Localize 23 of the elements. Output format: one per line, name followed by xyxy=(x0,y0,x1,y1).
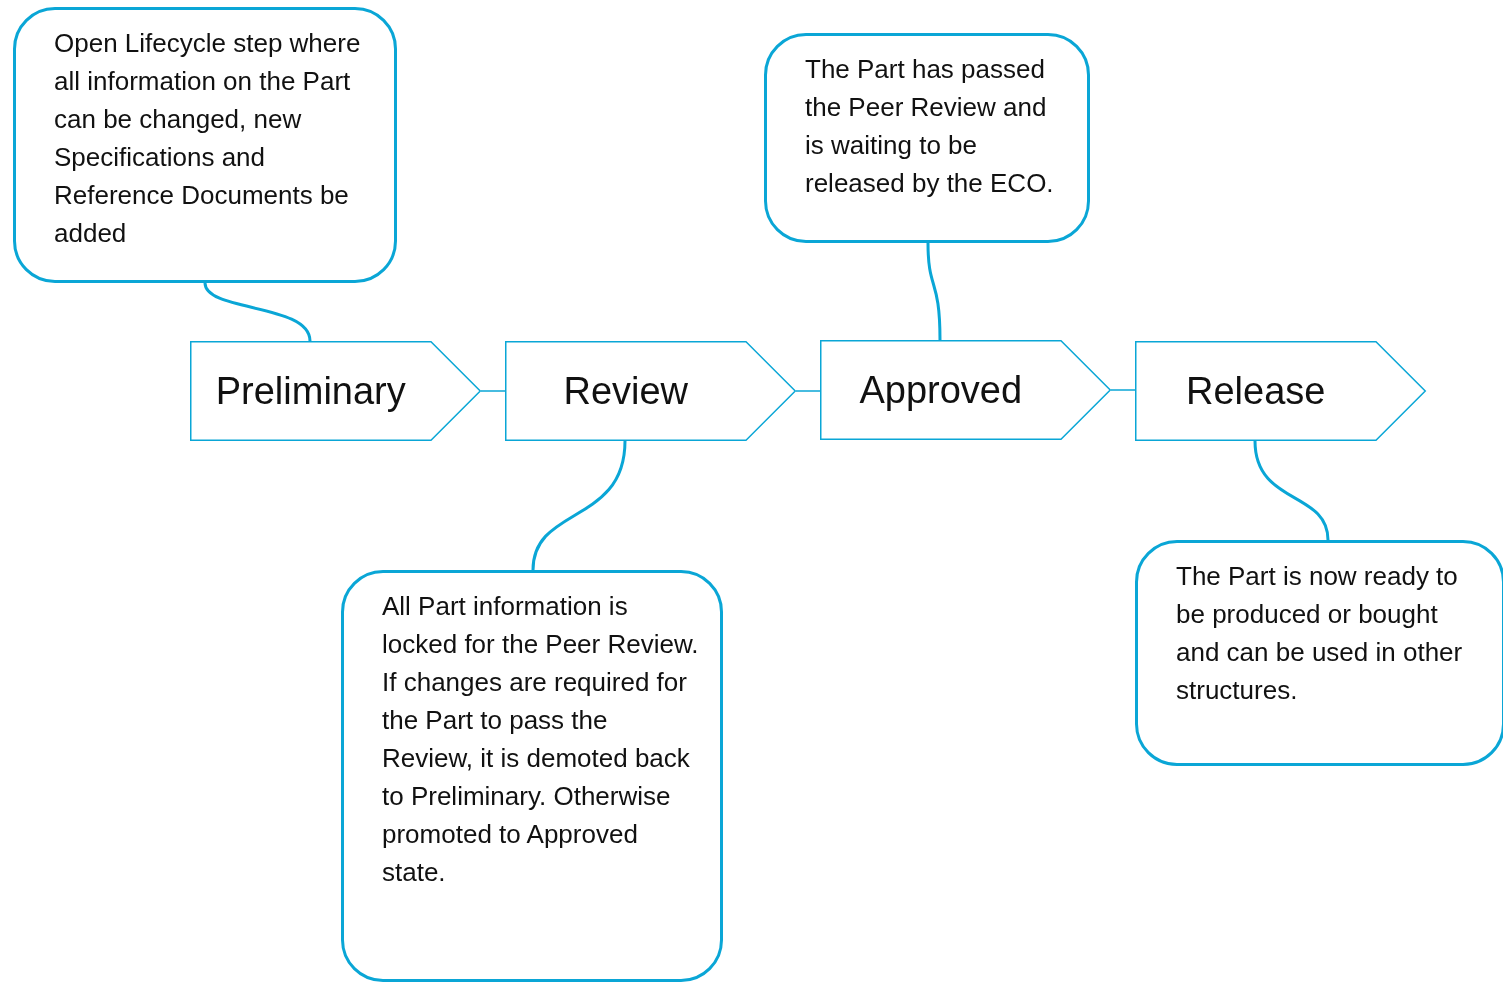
leader-line xyxy=(203,282,312,342)
leader-line xyxy=(1253,440,1330,541)
callout-text: The Part has passed the Peer Review and is waiting to be released by the ECO. xyxy=(805,53,1055,200)
callout-text: The Part is now ready to be produced or bought and can be used in other structures. xyxy=(1176,560,1464,707)
stage-label: Approved xyxy=(858,367,1024,413)
connector-line xyxy=(480,390,506,392)
leader-line xyxy=(531,440,627,571)
connector-line xyxy=(1110,389,1136,391)
stage-arrow-shape xyxy=(190,341,481,441)
callout-text: Open Lifecycle step where all information on the Part can be changed, new Specifications and Reference Documents be added xyxy=(54,27,362,250)
callout-text: All Part information is locked for the Peer Review. If changes are required for the Part to pass the Review, it is demoted back to Preliminary. Otherwise promoted to Approved state. xyxy=(382,590,700,889)
callout-box xyxy=(1135,540,1503,766)
callout-box xyxy=(13,7,397,283)
stage-arrow-shape xyxy=(505,341,796,441)
connector-line xyxy=(795,390,821,392)
stage-label: Preliminary xyxy=(214,368,407,414)
leader-line xyxy=(926,242,942,341)
callout-box xyxy=(764,33,1090,243)
stage-arrow-shape xyxy=(820,340,1111,440)
stage-label: Review xyxy=(562,368,690,414)
stage-label: Release xyxy=(1185,368,1327,414)
stage-arrow-shape xyxy=(1135,341,1426,441)
callout-box xyxy=(341,570,723,982)
